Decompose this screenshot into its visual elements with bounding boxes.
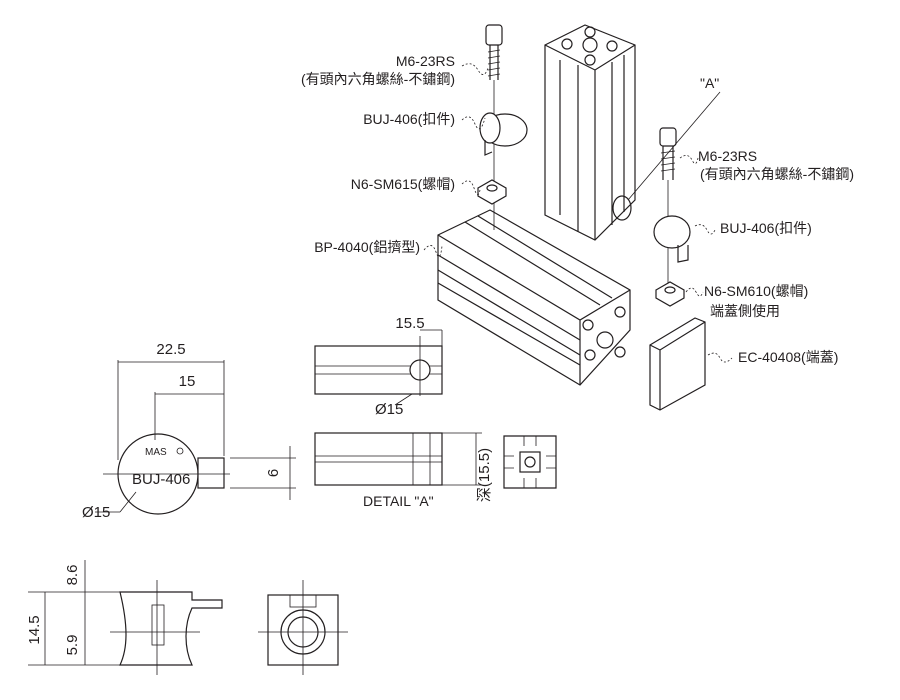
dim-diameter: Ø15 [82, 504, 110, 521]
part-top-view: 22.5 15 6 Ø15 MAS BUJ-406 [82, 341, 296, 521]
vertical-profile [544, 24, 636, 241]
callout-nut-left: N6-SM615(螺帽) [351, 176, 455, 192]
right-assembly [612, 91, 721, 307]
side-views: 8.6 14.5 5.9 [26, 560, 348, 675]
part-number-mark: BUJ-406 [132, 471, 190, 488]
end-cap-part [649, 317, 706, 411]
callout-end-cap: EC-40408(端蓋) [738, 349, 838, 365]
dim-hole-position: 15.5 [395, 315, 424, 332]
dim-top: 8.6 [64, 565, 81, 586]
callout-clip-left: BUJ-406(扣件) [363, 111, 455, 127]
callout-profile: BP-4040(鋁擠型) [314, 239, 420, 255]
callout-clip-right: BUJ-406(扣件) [720, 220, 812, 236]
callout-screw-right-desc: (有頭內六角螺絲-不鏽鋼) [700, 166, 854, 182]
callout-screw-left-desc: (有頭內六角螺絲-不鏽鋼) [301, 71, 455, 87]
brand-mark: MAS [145, 447, 167, 458]
callout-nut-right: N6-SM610(螺帽) [704, 283, 808, 299]
callout-nut-right-note: 端蓋側使用 [710, 303, 780, 319]
dim-depth: 深(15.5) [476, 448, 493, 502]
dim-tab: 6 [265, 469, 282, 477]
detail-a: 15.5 Ø15 DETAIL "A" 深(15.5) [314, 315, 557, 509]
dim-bottom: 5.9 [64, 635, 81, 656]
callouts: M6-23RS (有頭內六角螺絲-不鏽鋼) BUJ-406(扣件) N6-SM6… [301, 53, 854, 365]
callout-screw-left: M6-23RS [396, 53, 455, 69]
leader-lines [423, 63, 733, 363]
dim-total: 14.5 [26, 615, 43, 644]
left-assembly [477, 24, 528, 230]
horizontal-profile [437, 209, 631, 386]
detail-title: DETAIL "A" [363, 493, 434, 509]
dim-body: 15 [179, 373, 196, 390]
callout-screw-right: M6-23RS [698, 148, 757, 164]
dim-hole-diameter: Ø15 [375, 401, 403, 418]
callout-detail-marker: "A" [700, 75, 719, 91]
dim-overall: 22.5 [156, 341, 185, 358]
